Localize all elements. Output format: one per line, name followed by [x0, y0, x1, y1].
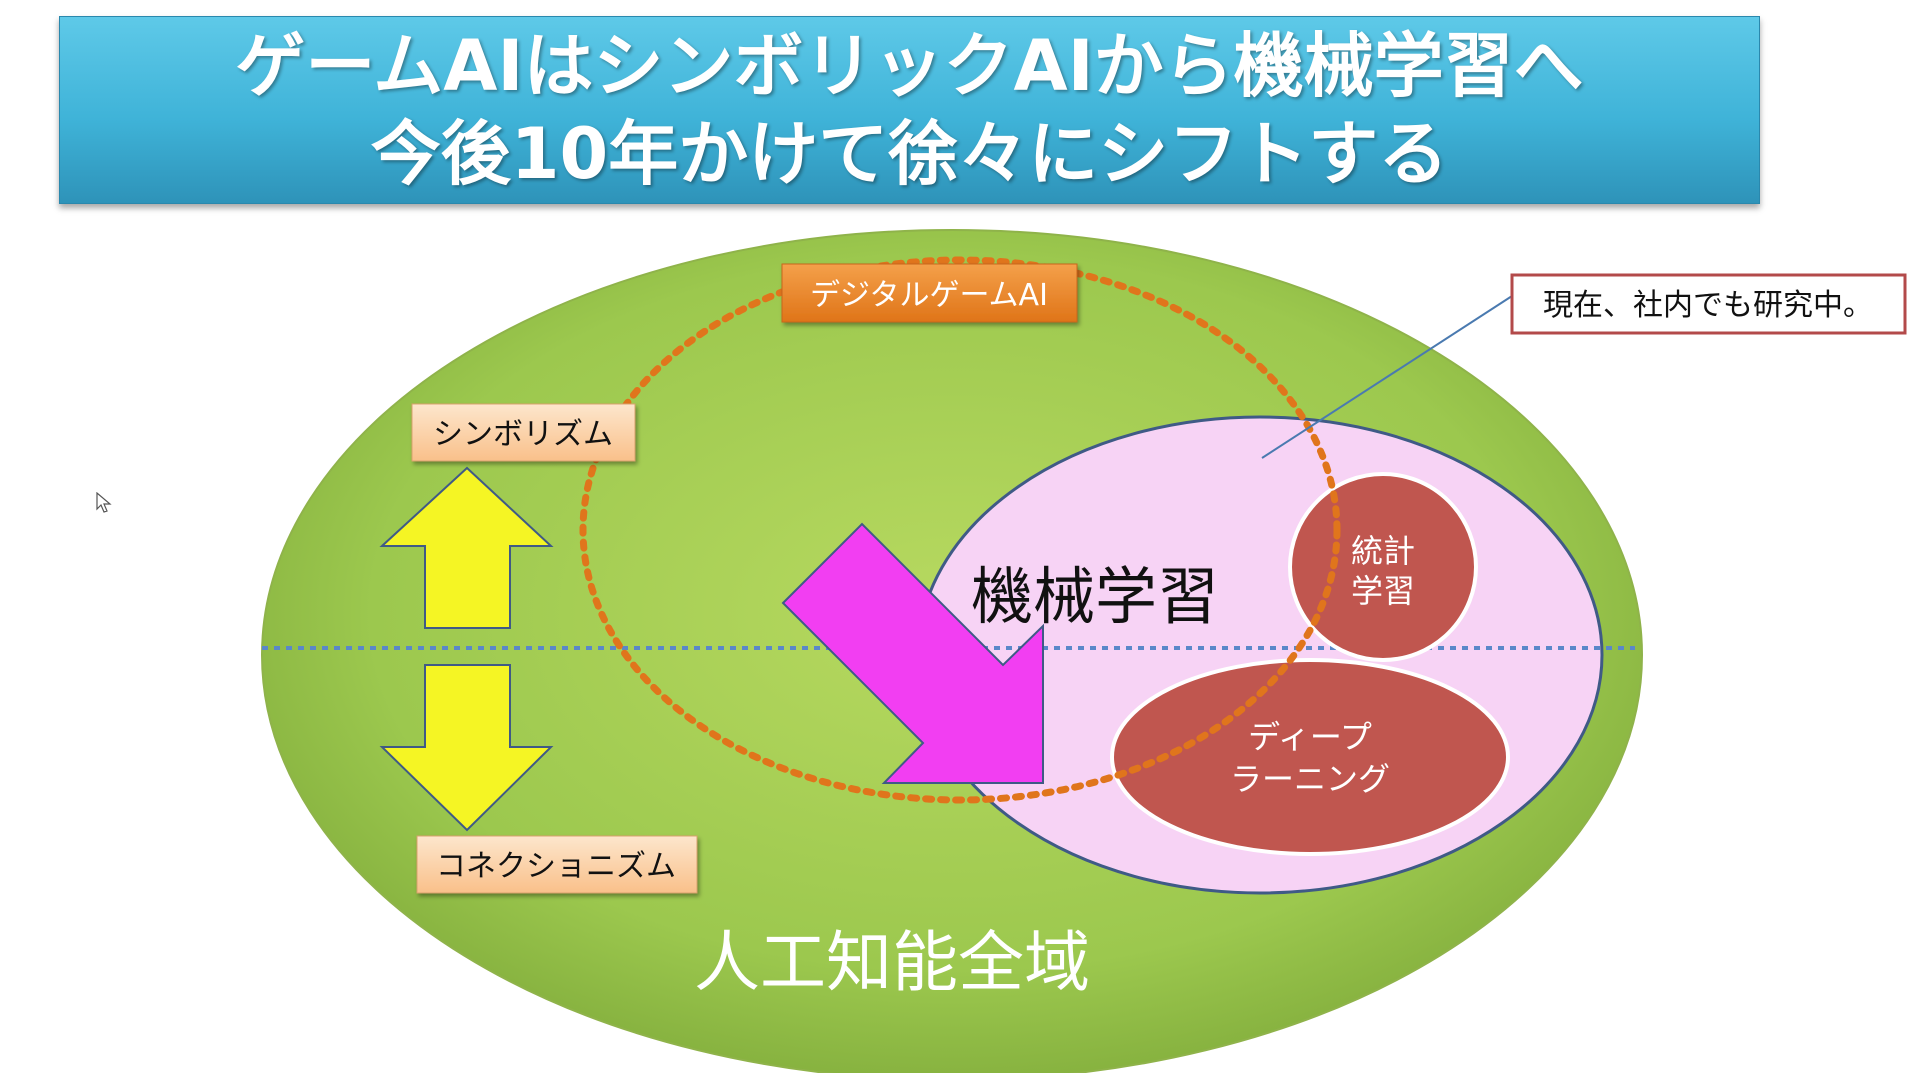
shift-to-machine-learning-arrow: [781, 522, 1044, 784]
symbolism-label-box: [411, 403, 636, 462]
connectionism-label: コネクショニズム: [436, 849, 676, 884]
digital-game-ai-region: [579, 256, 1341, 804]
machine-learning-label: 機械学習: [971, 560, 1219, 633]
slide-title-line-2: 今後10年かけて徐々にシフトする: [370, 113, 1449, 195]
deep-learning-label-line-1: ディープ: [1248, 718, 1372, 756]
symbolism-label: シンボリズム: [433, 417, 613, 452]
statistical-learning-label-line-2: 学習: [1351, 572, 1415, 610]
statistical-learning-ellipse: [1288, 472, 1478, 662]
title-banner: ゲームAIはシンボリックAIから機械学習へ 今後10年かけて徐々にシフトする: [59, 16, 1760, 204]
ai-whole-field-label: 人工知能全域: [694, 924, 1090, 1001]
digital-game-ai-label-box: [781, 263, 1078, 323]
connectionism-down-arrow: [379, 664, 554, 832]
symbolism-up-arrow: [379, 466, 554, 629]
slide-title-line-1: ゲームAIはシンボリックAIから機械学習へ: [235, 25, 1584, 107]
callout-leader-line: [1261, 295, 1513, 459]
mouse-pointer-icon: [96, 492, 112, 513]
callout-box: [1510, 273, 1907, 335]
digital-game-ai-label: デジタルゲームAI: [810, 278, 1048, 313]
connectionism-label-box: [416, 835, 698, 894]
deep-learning-ellipse: [1110, 658, 1510, 856]
deep-learning-label-line-2: ラーニング: [1230, 760, 1390, 798]
statistical-learning-label-line-1: 統計: [1351, 532, 1415, 570]
callout-text: 現在、社内でも研究中。: [1543, 288, 1873, 323]
